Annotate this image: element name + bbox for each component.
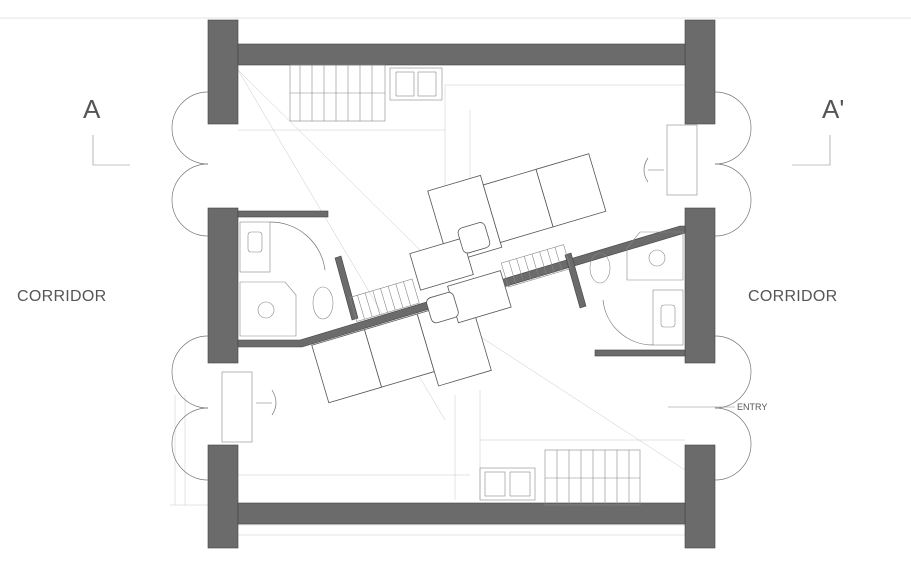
walls: [207, 19, 716, 549]
stairs-bottom: [479, 449, 641, 506]
section-marker-right: [792, 135, 831, 166]
furniture-cluster: [311, 153, 607, 404]
section-label-left: A: [83, 94, 101, 124]
section-marker-left: [92, 135, 130, 166]
section-label-right: A': [822, 94, 844, 124]
stairs-top: [289, 64, 443, 122]
bathroom-right: [589, 231, 684, 346]
study-desks: [221, 124, 698, 443]
doors: [171, 91, 752, 481]
corridor-label-right: CORRIDOR: [748, 288, 838, 305]
corridor-label-left: CORRIDOR: [17, 288, 107, 305]
guide-lines: [0, 17, 911, 536]
entry-label: ENTRY: [737, 402, 767, 412]
bathroom-left: [239, 221, 334, 337]
